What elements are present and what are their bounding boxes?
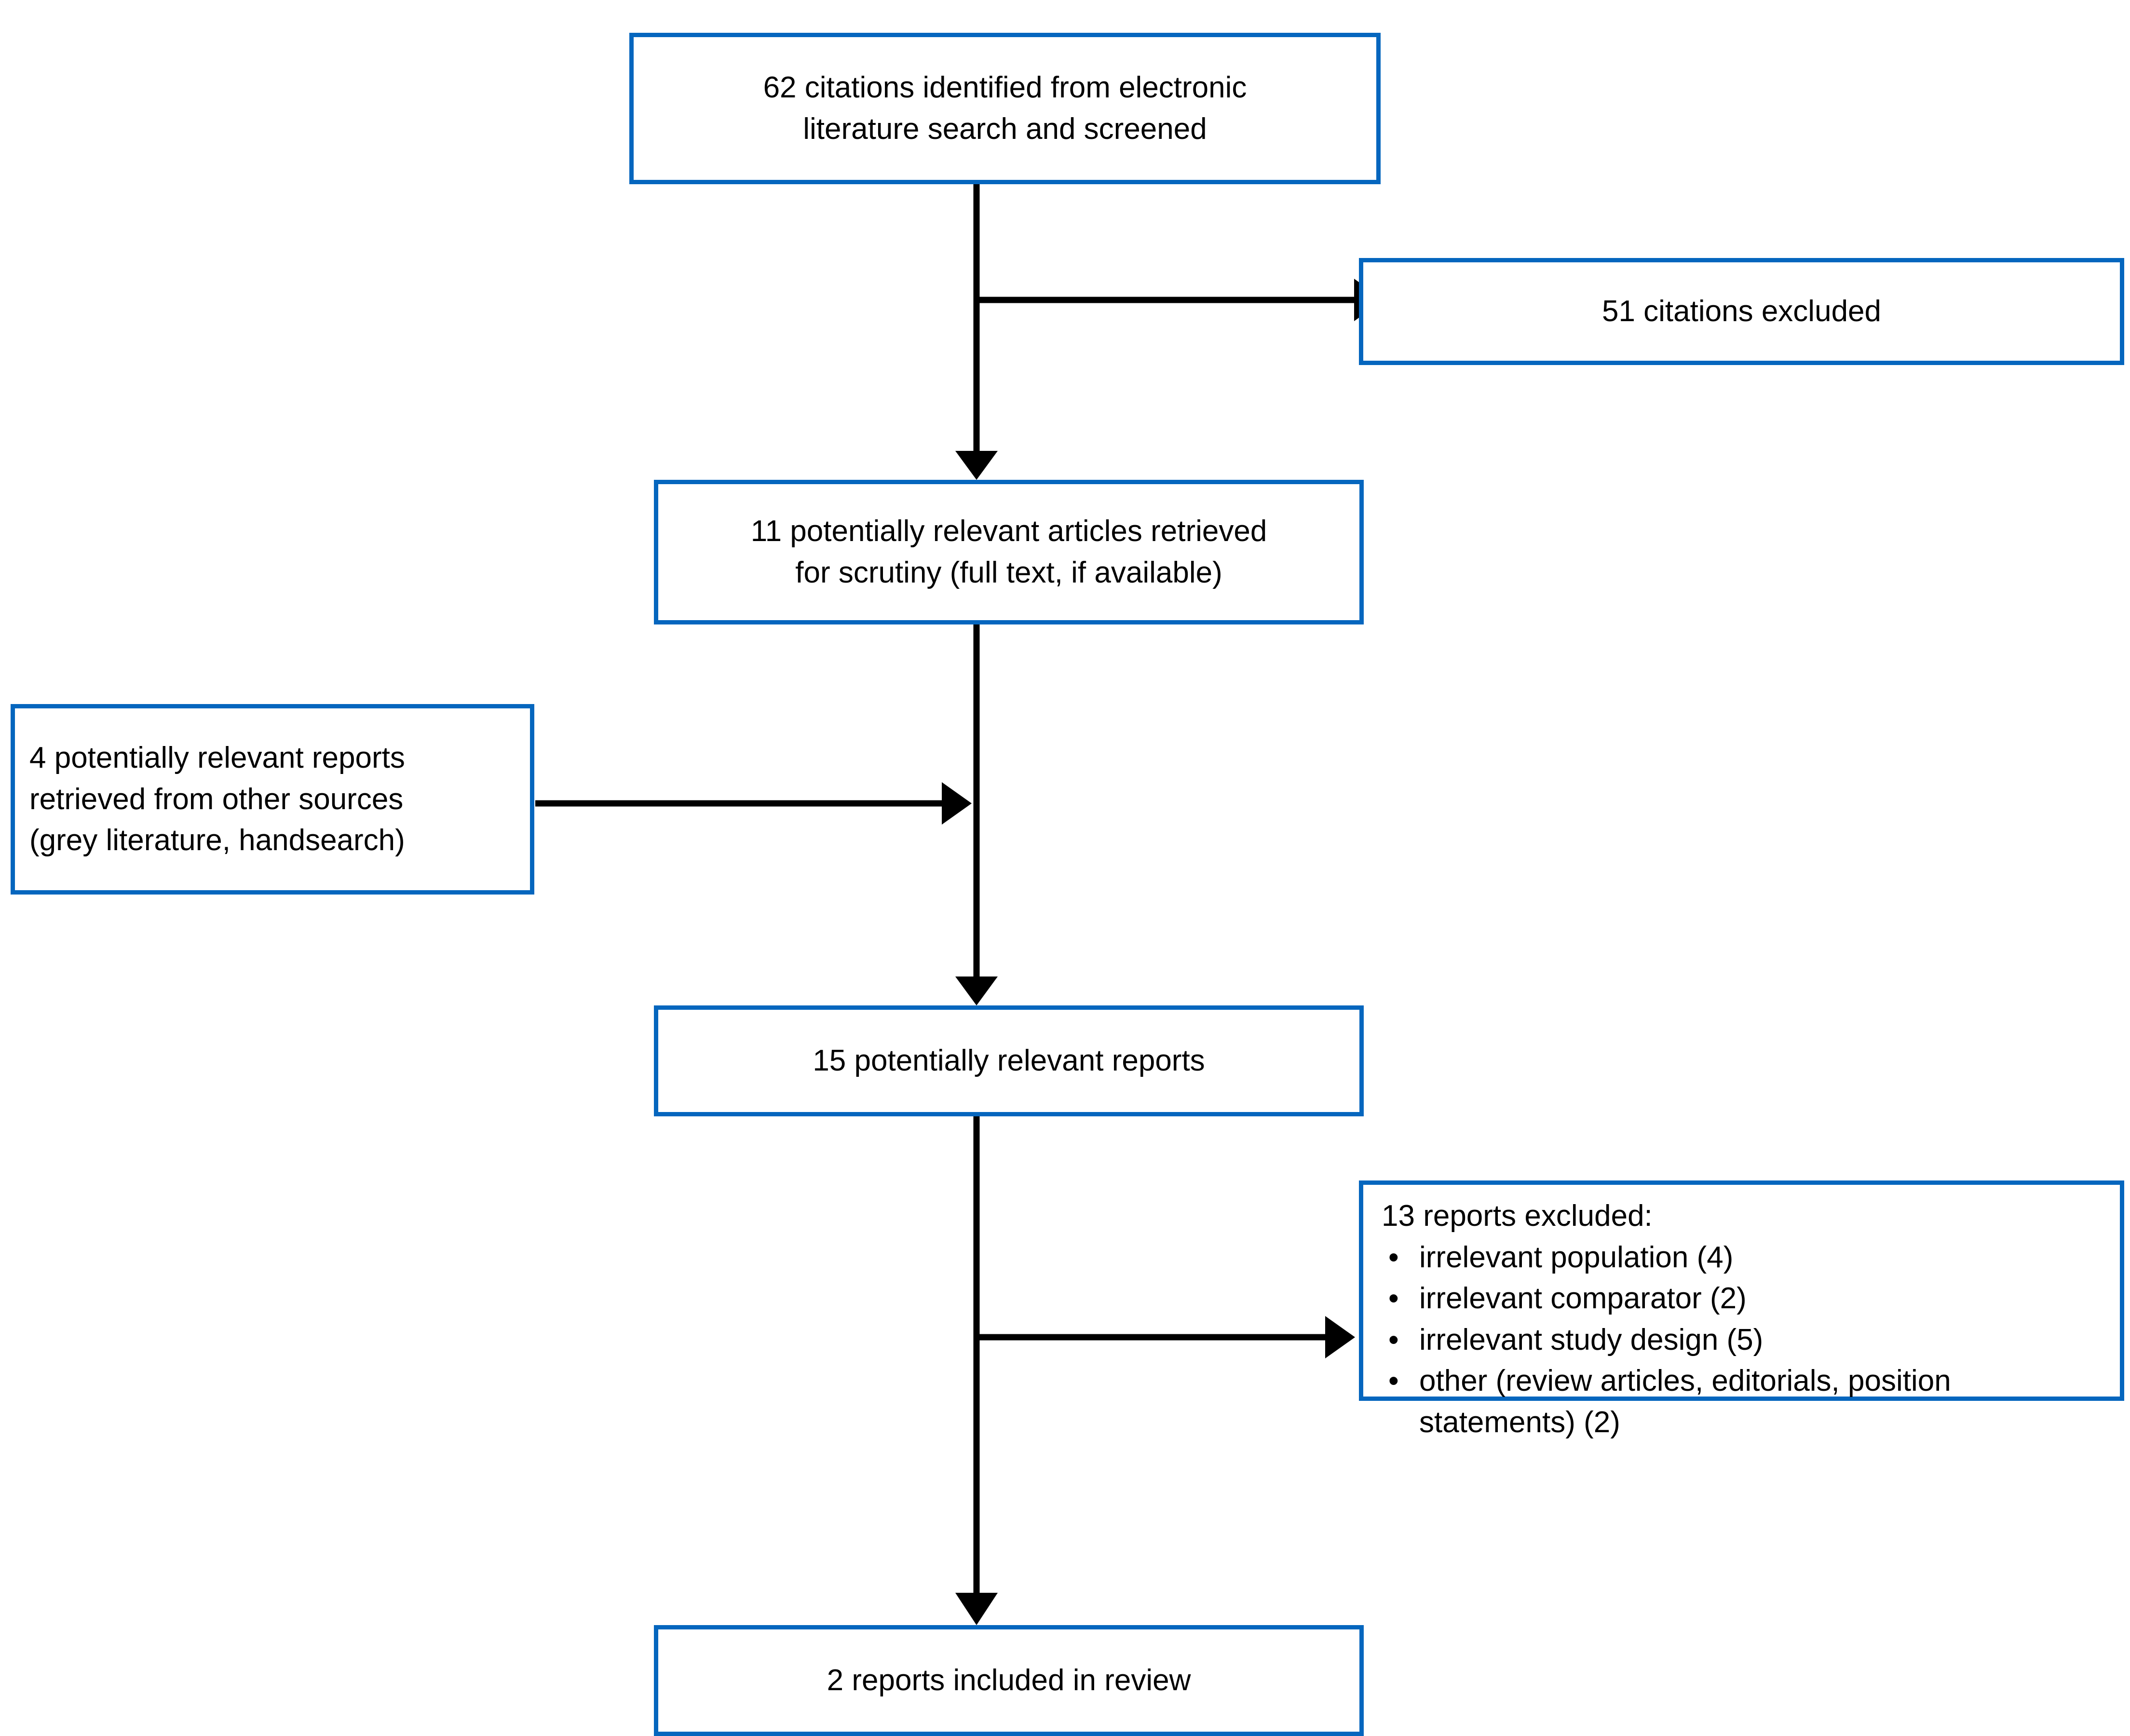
- reports-excluded-reason-list: • irrelevant population (4) • irrelevant…: [1382, 1237, 2105, 1443]
- connector-relevant-reports-to-included: [936, 1114, 1398, 1628]
- node-relevant-reports[interactable]: 15 potentially relevant reports: [654, 1005, 1364, 1116]
- connector-other-sources-to-spine: [535, 781, 984, 826]
- bullet-icon: •: [1388, 1282, 1399, 1316]
- node-citations-identified-text: 62 citations identified from electronic …: [634, 67, 1376, 149]
- node-other-sources-text: 4 potentially relevant reports retrieved…: [29, 737, 521, 861]
- node-citations-excluded[interactable]: 51 citations excluded: [1359, 258, 2124, 365]
- node-reports-included-text: 2 reports included in review: [827, 1664, 1191, 1697]
- node-articles-retrieved-line2: for scrutiny (full text, if available): [795, 556, 1222, 589]
- connector-identified-to-retrieved: [936, 181, 1398, 480]
- node-citations-identified[interactable]: 62 citations identified from electronic …: [629, 33, 1381, 184]
- node-reports-excluded-heading: 13 reports excluded:: [1382, 1199, 1653, 1233]
- node-articles-retrieved[interactable]: 11 potentially relevant articles retriev…: [654, 480, 1364, 624]
- node-citations-excluded-text: 51 citations excluded: [1601, 295, 1882, 328]
- bullet-icon: •: [1388, 1323, 1399, 1356]
- bullet-icon: •: [1388, 1364, 1399, 1398]
- bullet-icon: •: [1388, 1240, 1399, 1274]
- list-item: • irrelevant study design (5): [1382, 1319, 2105, 1361]
- node-citations-identified-line1: 62 citations identified from electronic: [763, 71, 1247, 105]
- node-relevant-reports-text: 15 potentially relevant reports: [813, 1044, 1205, 1078]
- reason-label: irrelevant study design (5): [1419, 1323, 1764, 1356]
- node-articles-retrieved-text: 11 potentially relevant articles retriev…: [658, 511, 1359, 593]
- node-other-sources-line1: 4 potentially relevant reports: [29, 741, 405, 775]
- list-item: • irrelevant population (4): [1382, 1237, 2105, 1278]
- list-item: • other (review articles, editorials, po…: [1382, 1360, 2105, 1443]
- node-reports-excluded-text: 13 reports excluded: • irrelevant popula…: [1382, 1195, 2105, 1443]
- node-reports-excluded[interactable]: 13 reports excluded: • irrelevant popula…: [1359, 1180, 2124, 1439]
- reason-label: irrelevant population (4): [1419, 1240, 1734, 1274]
- node-other-sources-line2: retrieved from other sources: [29, 782, 404, 816]
- list-item: • irrelevant comparator (2): [1382, 1278, 2105, 1319]
- reason-label: irrelevant comparator (2): [1419, 1282, 1747, 1316]
- node-other-sources-line3: (grey literature, handsearch): [29, 824, 405, 857]
- node-other-sources[interactable]: 4 potentially relevant reports retrieved…: [11, 704, 534, 895]
- connector-retrieved-to-relevant-reports: [936, 622, 1032, 1005]
- node-articles-retrieved-line1: 11 potentially relevant articles retriev…: [750, 515, 1267, 548]
- node-citations-identified-line2: literature search and screened: [803, 112, 1207, 146]
- reason-label: other (review articles, editorials, posi…: [1419, 1364, 1951, 1439]
- node-reports-included[interactable]: 2 reports included in review: [654, 1625, 1364, 1736]
